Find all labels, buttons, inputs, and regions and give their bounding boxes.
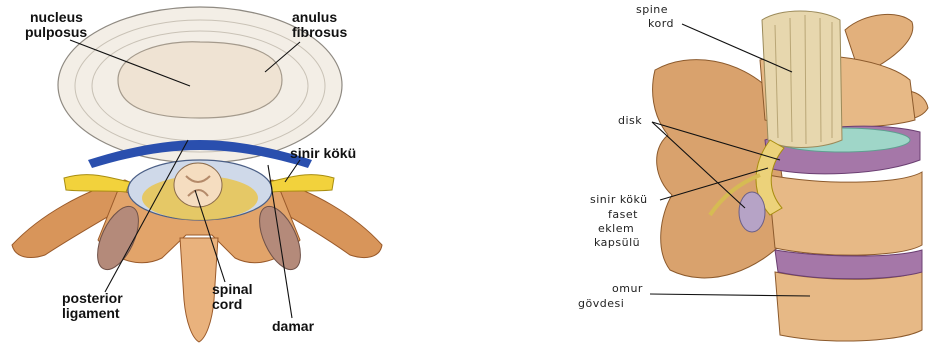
label-disc: disk (618, 114, 642, 127)
nucleus-pulposus (118, 42, 282, 118)
label-facet-line3: kapsülü (594, 236, 640, 249)
facet-capsule (739, 192, 765, 232)
nerve-root-right (268, 175, 334, 192)
label-nerve-root-right: sinir kökü (590, 193, 648, 206)
label-vertebral-body-line2: gövdesi (578, 297, 624, 310)
label-facet-line1: faset (608, 208, 638, 221)
label-spinal-cord-line1-right: spine (636, 3, 668, 16)
spinal-cord-lateral (762, 11, 842, 148)
middle-vertebral-body (768, 172, 922, 255)
label-nucleus-line1: nucleus (30, 9, 83, 25)
label-vessel: damar (272, 318, 315, 334)
label-spinal-cord-line2: cord (212, 296, 242, 312)
label-vertebral-body-line1: omur (612, 282, 643, 295)
label-anulus-line1: anulus (292, 9, 337, 25)
label-anulus-line2: fibrosus (292, 24, 347, 40)
label-spinal-cord-line1: spinal (212, 281, 252, 297)
label-spinal-cord-line2-right: kord (648, 17, 674, 30)
label-posterior-line1: posterior (62, 290, 123, 306)
label-nerve-root: sinir kökü (290, 145, 356, 161)
lower-vertebral-body (775, 270, 922, 341)
label-facet-line2: eklem (598, 222, 634, 235)
nerve-root-left (64, 175, 130, 192)
lateral-spine-diagram (653, 11, 928, 341)
label-nucleus-line2: pulposus (25, 24, 87, 40)
label-posterior-line2: ligament (62, 305, 120, 321)
